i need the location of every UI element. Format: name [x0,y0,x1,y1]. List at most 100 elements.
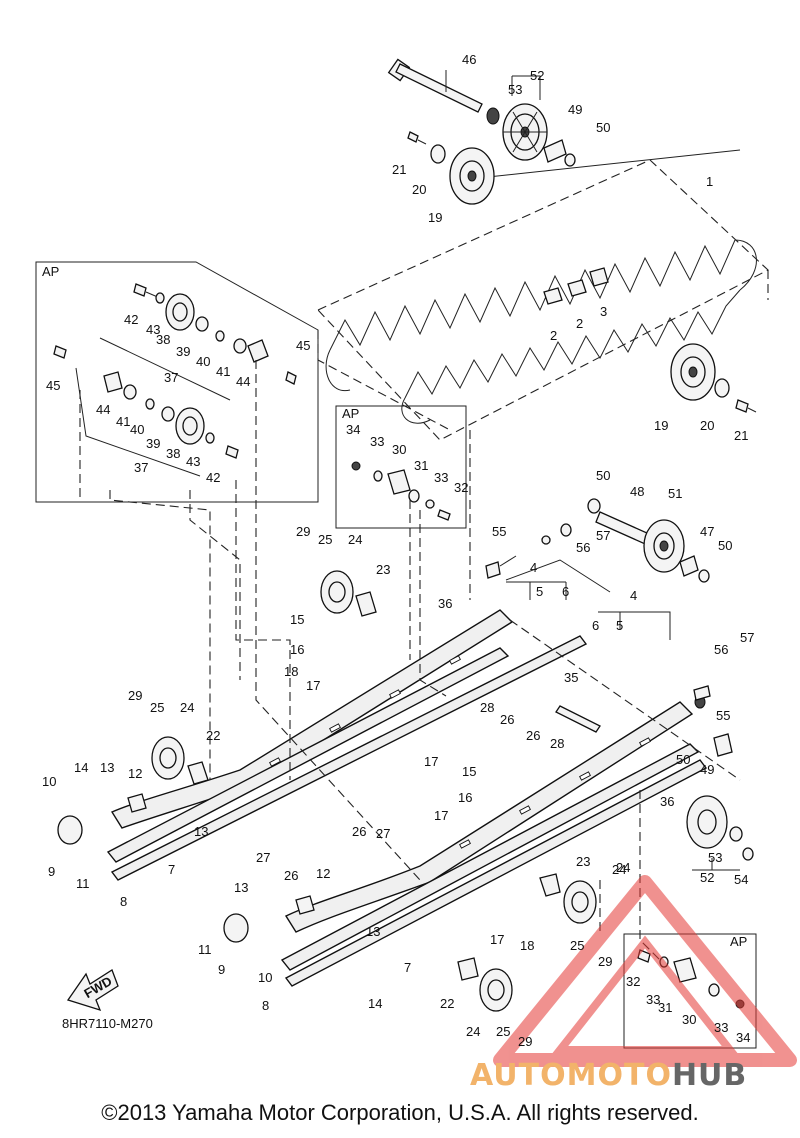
callout-48: 48 [630,484,644,499]
callout-35: 35 [564,670,578,685]
callout-53: 53 [708,850,722,865]
callout-53: 53 [508,82,522,97]
callout-14: 14 [368,996,382,1011]
callout-24: 24 [612,862,626,877]
callout-55: 55 [492,524,506,539]
callout-2: 2 [576,316,583,331]
callout-38: 38 [156,332,170,347]
callout-23: 23 [576,854,590,869]
callout-8: 8 [262,998,269,1013]
callout-41: 41 [116,414,130,429]
callout-37: 37 [164,370,178,385]
callout-37: 37 [134,460,148,475]
callout-31: 31 [658,1000,672,1015]
copyright-notice: ©2013 Yamaha Motor Corporation, U.S.A. A… [101,1100,699,1125]
callout-52: 52 [530,68,544,83]
callout-22: 22 [206,728,220,743]
callout-25: 25 [496,1024,510,1039]
callout-5: 5 [616,618,623,633]
callout-45: 45 [296,338,310,353]
callout-36: 36 [660,794,674,809]
callout-17: 17 [490,932,504,947]
ap-detail-box-center: AP [335,405,467,529]
callout-30: 30 [392,442,406,457]
callout-labels: 4653524950212019122342433839404144454537… [42,52,754,1049]
ap-label: AP [42,264,59,279]
callout-46: 46 [462,52,476,67]
callout-13: 13 [366,924,380,939]
callout-33: 33 [434,470,448,485]
callout-54: 54 [734,872,748,887]
callout-5: 5 [536,584,543,599]
callout-28: 28 [550,736,564,751]
callout-27: 27 [256,850,270,865]
callout-13: 13 [100,760,114,775]
slide-rail-upper [106,609,588,881]
callout-33: 33 [714,1020,728,1035]
callout-40: 40 [130,422,144,437]
callout-21: 21 [392,162,406,177]
callout-33: 33 [646,992,660,1007]
callout-45: 45 [46,378,60,393]
callout-56: 56 [576,540,590,555]
callout-21: 21 [734,428,748,443]
callout-49: 49 [700,762,714,777]
callout-43: 43 [146,322,160,337]
callout-24: 24 [616,860,630,875]
callout-50: 50 [718,538,732,553]
callout-17: 17 [434,808,448,823]
callout-29: 29 [128,688,142,703]
callout-34: 34 [736,1030,750,1045]
callout-31: 31 [414,458,428,473]
callout-6: 6 [592,618,599,633]
callout-39: 39 [176,344,190,359]
callout-55: 55 [716,708,730,723]
ap-detail-box-left: AP [35,261,319,503]
callout-38: 38 [166,446,180,461]
callout-57: 57 [596,528,610,543]
callout-44: 44 [236,374,250,389]
callout-36: 36 [438,596,452,611]
callout-50: 50 [596,468,610,483]
callout-20: 20 [700,418,714,433]
forward-arrow-icon: FWD [66,969,119,1012]
callout-11: 11 [76,876,90,891]
track-clips [543,267,609,305]
rear-axle-assembly [387,58,576,205]
callout-29: 29 [296,524,310,539]
callout-12: 12 [316,866,330,881]
rear-idler-shaft-assembly [485,498,710,593]
callout-28: 28 [480,700,494,715]
callout-29: 29 [518,1034,532,1049]
svg-text:AP: AP [342,406,359,421]
callout-7: 7 [168,862,175,877]
callout-25: 25 [318,532,332,547]
callout-1: 1 [706,174,713,189]
callout-9: 9 [48,864,55,879]
callout-23: 23 [376,562,390,577]
callout-16: 16 [458,790,472,805]
callout-3: 3 [600,304,607,319]
callout-26: 26 [500,712,514,727]
callout-7: 7 [404,960,411,975]
slide-wheels [57,570,754,1012]
callout-8: 8 [120,894,127,909]
callout-33: 33 [370,434,384,449]
callout-50: 50 [676,752,690,767]
callout-10: 10 [42,774,56,789]
watermark-triangle-logo [493,875,797,1067]
callout-22: 22 [440,996,454,1011]
callout-32: 32 [454,480,468,495]
callout-15: 15 [462,764,476,779]
callout-42: 42 [206,470,220,485]
callout-47: 47 [700,524,714,539]
watermark-part1: AUTOMOTO [470,1058,672,1093]
callout-24: 24 [348,532,362,547]
callout-20: 20 [412,182,426,197]
callout-29: 29 [598,954,612,969]
callout-27: 27 [376,826,390,841]
callout-26: 26 [352,824,366,839]
callout-17: 17 [306,678,320,693]
callout-18: 18 [520,938,534,953]
callout-4: 4 [530,560,537,575]
